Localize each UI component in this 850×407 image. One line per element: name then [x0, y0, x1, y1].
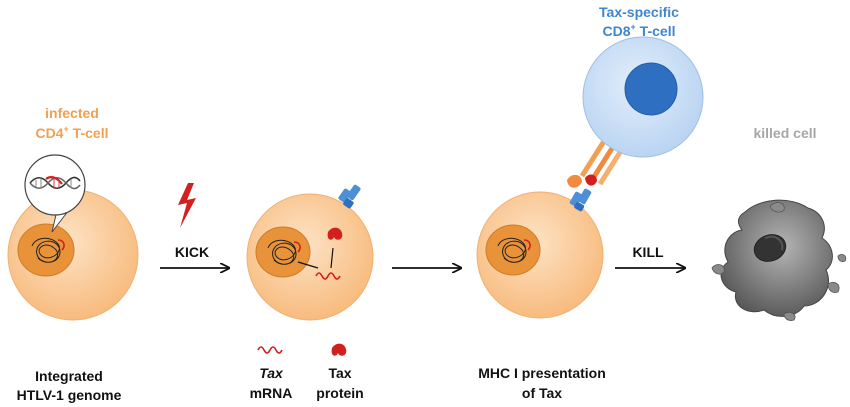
- chromatin: [31, 237, 61, 263]
- activated-cd4-cell: [246, 193, 374, 321]
- tax-specific-cd8-cell: [567, 36, 704, 212]
- tax-protein-label-line1: Tax: [328, 365, 351, 381]
- mhc-presentation-label-line2: of Tax: [522, 385, 562, 401]
- infected-cd4-cell: [7, 154, 139, 321]
- integrated-genome-label-line1: Integrated: [35, 368, 103, 384]
- tax-specific-label-line1: Tax-specific: [599, 4, 679, 20]
- killed-cell: [711, 199, 847, 321]
- kill-label: KILL: [632, 244, 664, 260]
- integrated-genome-label-line2: HTLV-1 genome: [17, 387, 122, 403]
- presenting-cd4-cell: [476, 191, 604, 319]
- mhc-presentation-label-line1: MHC I presentation: [478, 365, 606, 381]
- tax-specific-label-line2: CD8+ T-cell: [603, 22, 676, 39]
- kick-label: KICK: [175, 244, 209, 260]
- tax-protein-icon: [327, 227, 343, 240]
- mrna-legend-icon: [257, 346, 283, 354]
- tax-mrna-label-line1: Tax: [259, 365, 284, 381]
- lightning-icon: [178, 183, 196, 228]
- mhc-receptor-icon: [338, 184, 361, 209]
- mrna-icon: [315, 272, 341, 280]
- mhc-receptor-icon: [569, 188, 592, 212]
- tax-protein-legend-icon: [331, 343, 347, 356]
- activated-cell-nucleus: [255, 226, 311, 278]
- cd8-nucleus: [624, 62, 678, 116]
- infected-label-line1: infected: [45, 105, 99, 121]
- infected-cell-nucleus: [17, 223, 75, 277]
- dna-helix-icon: [29, 176, 81, 190]
- infected-label-line2: CD4+ T-cell: [36, 124, 109, 141]
- tax-protein-label-line2: protein: [316, 385, 363, 401]
- presenting-cell-nucleus: [485, 224, 541, 276]
- tax-mrna-label-line2: mRNA: [250, 385, 293, 401]
- killed-cell-nucleus: [753, 234, 787, 262]
- killed-cell-label: killed cell: [753, 125, 816, 141]
- dna-zoom-callout: [24, 154, 86, 216]
